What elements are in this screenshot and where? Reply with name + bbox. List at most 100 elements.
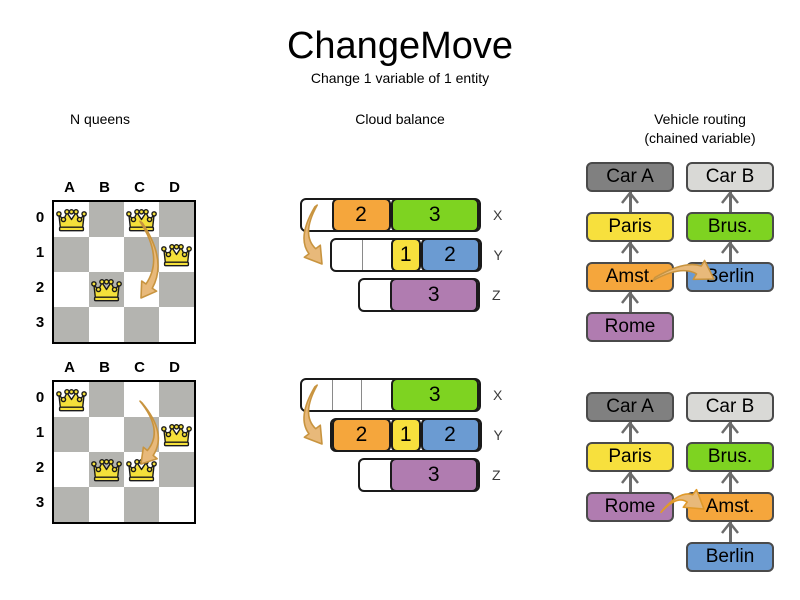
vrp-node-rome-before[interactable]: Rome xyxy=(586,312,674,342)
vrp-link-a-after-2 xyxy=(629,472,632,492)
vrp-node-rome-after[interactable]: Rome xyxy=(586,492,674,522)
vrp-link-b-before-1 xyxy=(729,192,732,212)
cloud-unit-divider xyxy=(361,240,363,270)
chess-square-C1[interactable] xyxy=(124,237,159,272)
chess-square-A3[interactable] xyxy=(54,307,89,342)
column-label-D: D xyxy=(169,359,180,376)
queen-C2[interactable] xyxy=(124,452,159,487)
cloud-process-2-Y-after[interactable]: 2 xyxy=(420,418,480,452)
column-label-B: B xyxy=(99,359,110,376)
chess-square-C2[interactable] xyxy=(124,272,159,307)
vrp-node-berlin-after[interactable]: Berlin xyxy=(686,542,774,572)
queen-D1[interactable] xyxy=(159,417,194,452)
vrp-node-cara-before[interactable]: Car A xyxy=(586,162,674,192)
vrp-node-amst-after[interactable]: Amst. xyxy=(686,492,774,522)
chess-square-B1[interactable] xyxy=(89,237,124,272)
vrp-node-cara-after[interactable]: Car A xyxy=(586,392,674,422)
row-label-2: 2 xyxy=(35,459,45,476)
column-label-C: C xyxy=(134,359,145,376)
page-subtitle: Change 1 variable of 1 entity xyxy=(310,70,490,86)
column-label-A: A xyxy=(64,179,75,196)
cloud-process-2-Y-after[interactable]: 2 xyxy=(332,418,391,452)
vrp-heading-line2: (chained variable) xyxy=(644,130,756,146)
cloud-row-label-X: X xyxy=(493,387,503,403)
chess-square-D2[interactable] xyxy=(159,272,194,307)
vrp-link-b-after-3 xyxy=(729,522,732,542)
chess-square-C3[interactable] xyxy=(124,487,159,522)
cloud-row-label-Y: Y xyxy=(493,427,503,443)
chess-square-B0[interactable] xyxy=(89,202,124,237)
chess-square-C1[interactable] xyxy=(124,417,159,452)
chess-square-B1[interactable] xyxy=(89,417,124,452)
vrp-node-brus-after[interactable]: Brus. xyxy=(686,442,774,472)
vrp-node-brus-before[interactable]: Brus. xyxy=(686,212,774,242)
cloud-process-2-X-before[interactable]: 2 xyxy=(331,198,391,232)
cloud-process-3-X-before[interactable]: 3 xyxy=(390,198,479,232)
chess-square-A2[interactable] xyxy=(54,272,89,307)
chess-square-B0[interactable] xyxy=(89,382,124,417)
cloud-unit-divider xyxy=(331,380,333,410)
queen-A0[interactable] xyxy=(54,202,89,237)
chess-square-D3[interactable] xyxy=(159,487,194,522)
queen-D1[interactable] xyxy=(159,237,194,272)
queen-B2[interactable] xyxy=(89,272,124,307)
cloud-process-3-Z-before[interactable]: 3 xyxy=(389,278,478,312)
chess-square-B3[interactable] xyxy=(89,307,124,342)
chess-square-A2[interactable] xyxy=(54,452,89,487)
vrp-heading-line1: Vehicle routing xyxy=(654,111,746,127)
chess-square-A3[interactable] xyxy=(54,487,89,522)
cloud-row-label-X: X xyxy=(493,207,503,223)
section-heading-vehicle-routing: Vehicle routing (chained variable) xyxy=(600,110,800,148)
queen-C0[interactable] xyxy=(124,202,159,237)
vrp-link-b-before-2 xyxy=(729,242,732,262)
chess-square-A1[interactable] xyxy=(54,417,89,452)
cloud-unit-divider xyxy=(361,380,362,410)
chess-square-D0[interactable] xyxy=(159,382,194,417)
row-label-2: 2 xyxy=(35,279,45,296)
vrp-link-a-before-1 xyxy=(629,192,632,212)
row-label-3: 3 xyxy=(35,494,45,511)
vrp-link-a-before-3 xyxy=(629,292,632,312)
vrp-node-amst-before[interactable]: Amst. xyxy=(586,262,674,292)
column-label-B: B xyxy=(99,179,110,196)
cloud-row-label-Z: Z xyxy=(492,467,501,483)
cloud-process-3-Z-after[interactable]: 3 xyxy=(389,458,478,492)
chess-grid xyxy=(52,200,196,344)
cloud-row-label-Y: Y xyxy=(493,247,503,263)
column-label-D: D xyxy=(169,179,180,196)
chess-square-C3[interactable] xyxy=(124,307,159,342)
chess-square-A1[interactable] xyxy=(54,237,89,272)
cloud-process-3-X-after[interactable]: 3 xyxy=(390,378,479,412)
chess-square-D2[interactable] xyxy=(159,452,194,487)
column-label-A: A xyxy=(64,359,75,376)
section-heading-cloud-balance: Cloud balance xyxy=(355,111,445,127)
cloud-process-2-Y-before[interactable]: 2 xyxy=(420,238,480,272)
chess-square-D0[interactable] xyxy=(159,202,194,237)
vrp-link-a-after-1 xyxy=(629,422,632,442)
vrp-node-paris-before[interactable]: Paris xyxy=(586,212,674,242)
queen-A0[interactable] xyxy=(54,382,89,417)
vrp-link-b-after-1 xyxy=(729,422,732,442)
page-title: ChangeMove xyxy=(286,25,514,67)
column-label-C: C xyxy=(134,179,145,196)
chess-square-D3[interactable] xyxy=(159,307,194,342)
row-label-1: 1 xyxy=(35,424,45,441)
vrp-node-berlin-before[interactable]: Berlin xyxy=(686,262,774,292)
vrp-node-carb-before[interactable]: Car B xyxy=(686,162,774,192)
chess-square-C0[interactable] xyxy=(124,382,159,417)
cloud-process-1-Y-after[interactable]: 1 xyxy=(391,418,421,452)
vrp-node-paris-after[interactable]: Paris xyxy=(586,442,674,472)
queen-B2[interactable] xyxy=(89,452,124,487)
row-label-0: 0 xyxy=(35,209,45,226)
vrp-node-carb-after[interactable]: Car B xyxy=(686,392,774,422)
chess-square-B3[interactable] xyxy=(89,487,124,522)
cloud-process-1-Y-before[interactable]: 1 xyxy=(391,238,421,272)
